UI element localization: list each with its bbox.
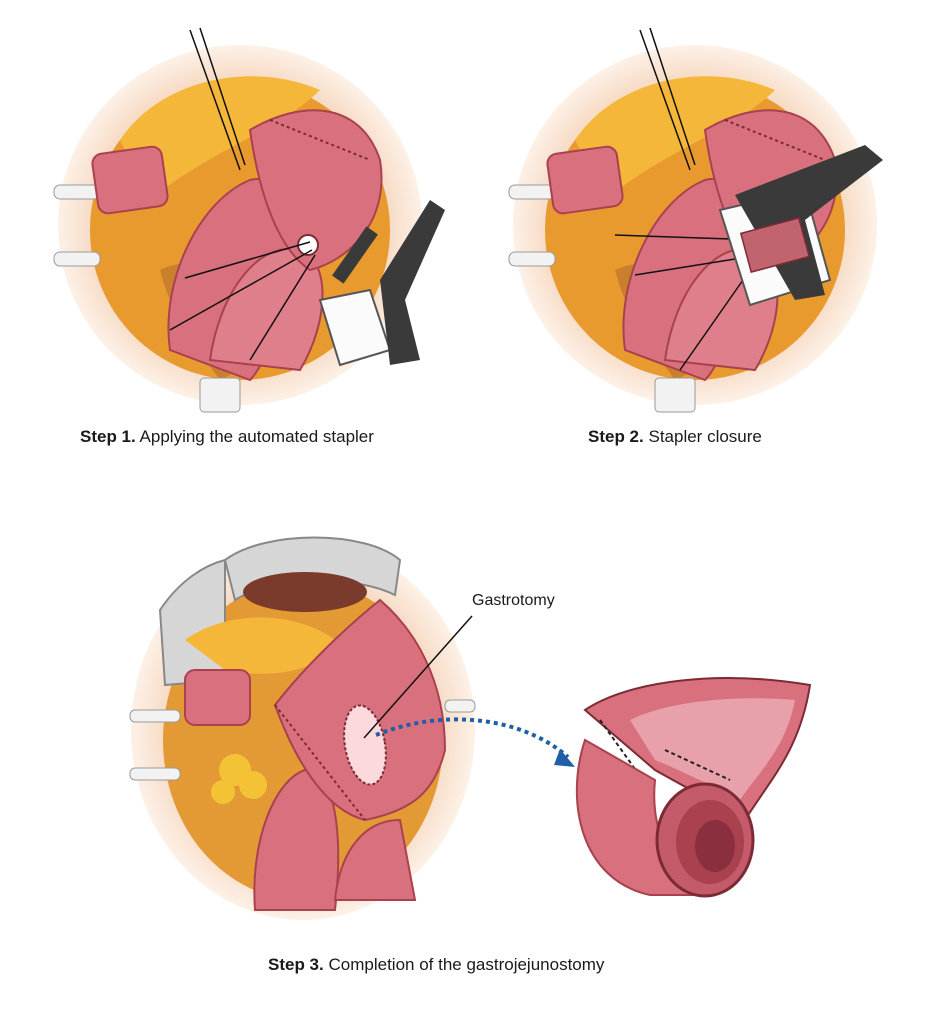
retractor-bottom [199,377,241,413]
step-3-number: Step 3. [268,955,324,974]
stapler-instrument [718,145,883,307]
jejunal-limb [575,738,709,896]
retractor-left-bottom [53,251,101,267]
retractor-left-top [129,709,181,723]
step-1-number: Step 1. [80,427,136,446]
bowel-stump [546,145,624,215]
step-2-number: Step 2. [588,427,644,446]
transition-arrow [375,717,575,767]
retractor-left-top [53,184,101,200]
stapler-instrument [318,200,445,367]
gastrotomy-label: Gastrotomy [472,592,555,609]
retractor-bottom [654,377,696,413]
step-3-caption: Step 3. Completion of the gastrojejunost… [268,955,604,975]
retractor-left-bottom [129,767,181,781]
step-2-caption: Step 2. Stapler closure [588,427,762,447]
bowel-stump [91,145,169,215]
bowel-stump [184,669,251,726]
step-3-text: Completion of the gastrojejunostomy [328,955,605,974]
anastomosis-illustration [570,670,815,900]
step-2-text: Stapler closure [648,427,762,446]
retractor-left-top [508,184,556,200]
gastrotomy-leader-line [363,615,473,739]
retractor-left-bottom [508,251,556,267]
step-1-caption: Step 1. Applying the automated stapler [80,427,374,447]
step-1-text: Applying the automated stapler [139,427,374,446]
step-3-illustration [125,520,480,920]
retractor-right [444,699,476,713]
step-1-illustration [50,20,460,420]
step-2-illustration [505,20,905,420]
